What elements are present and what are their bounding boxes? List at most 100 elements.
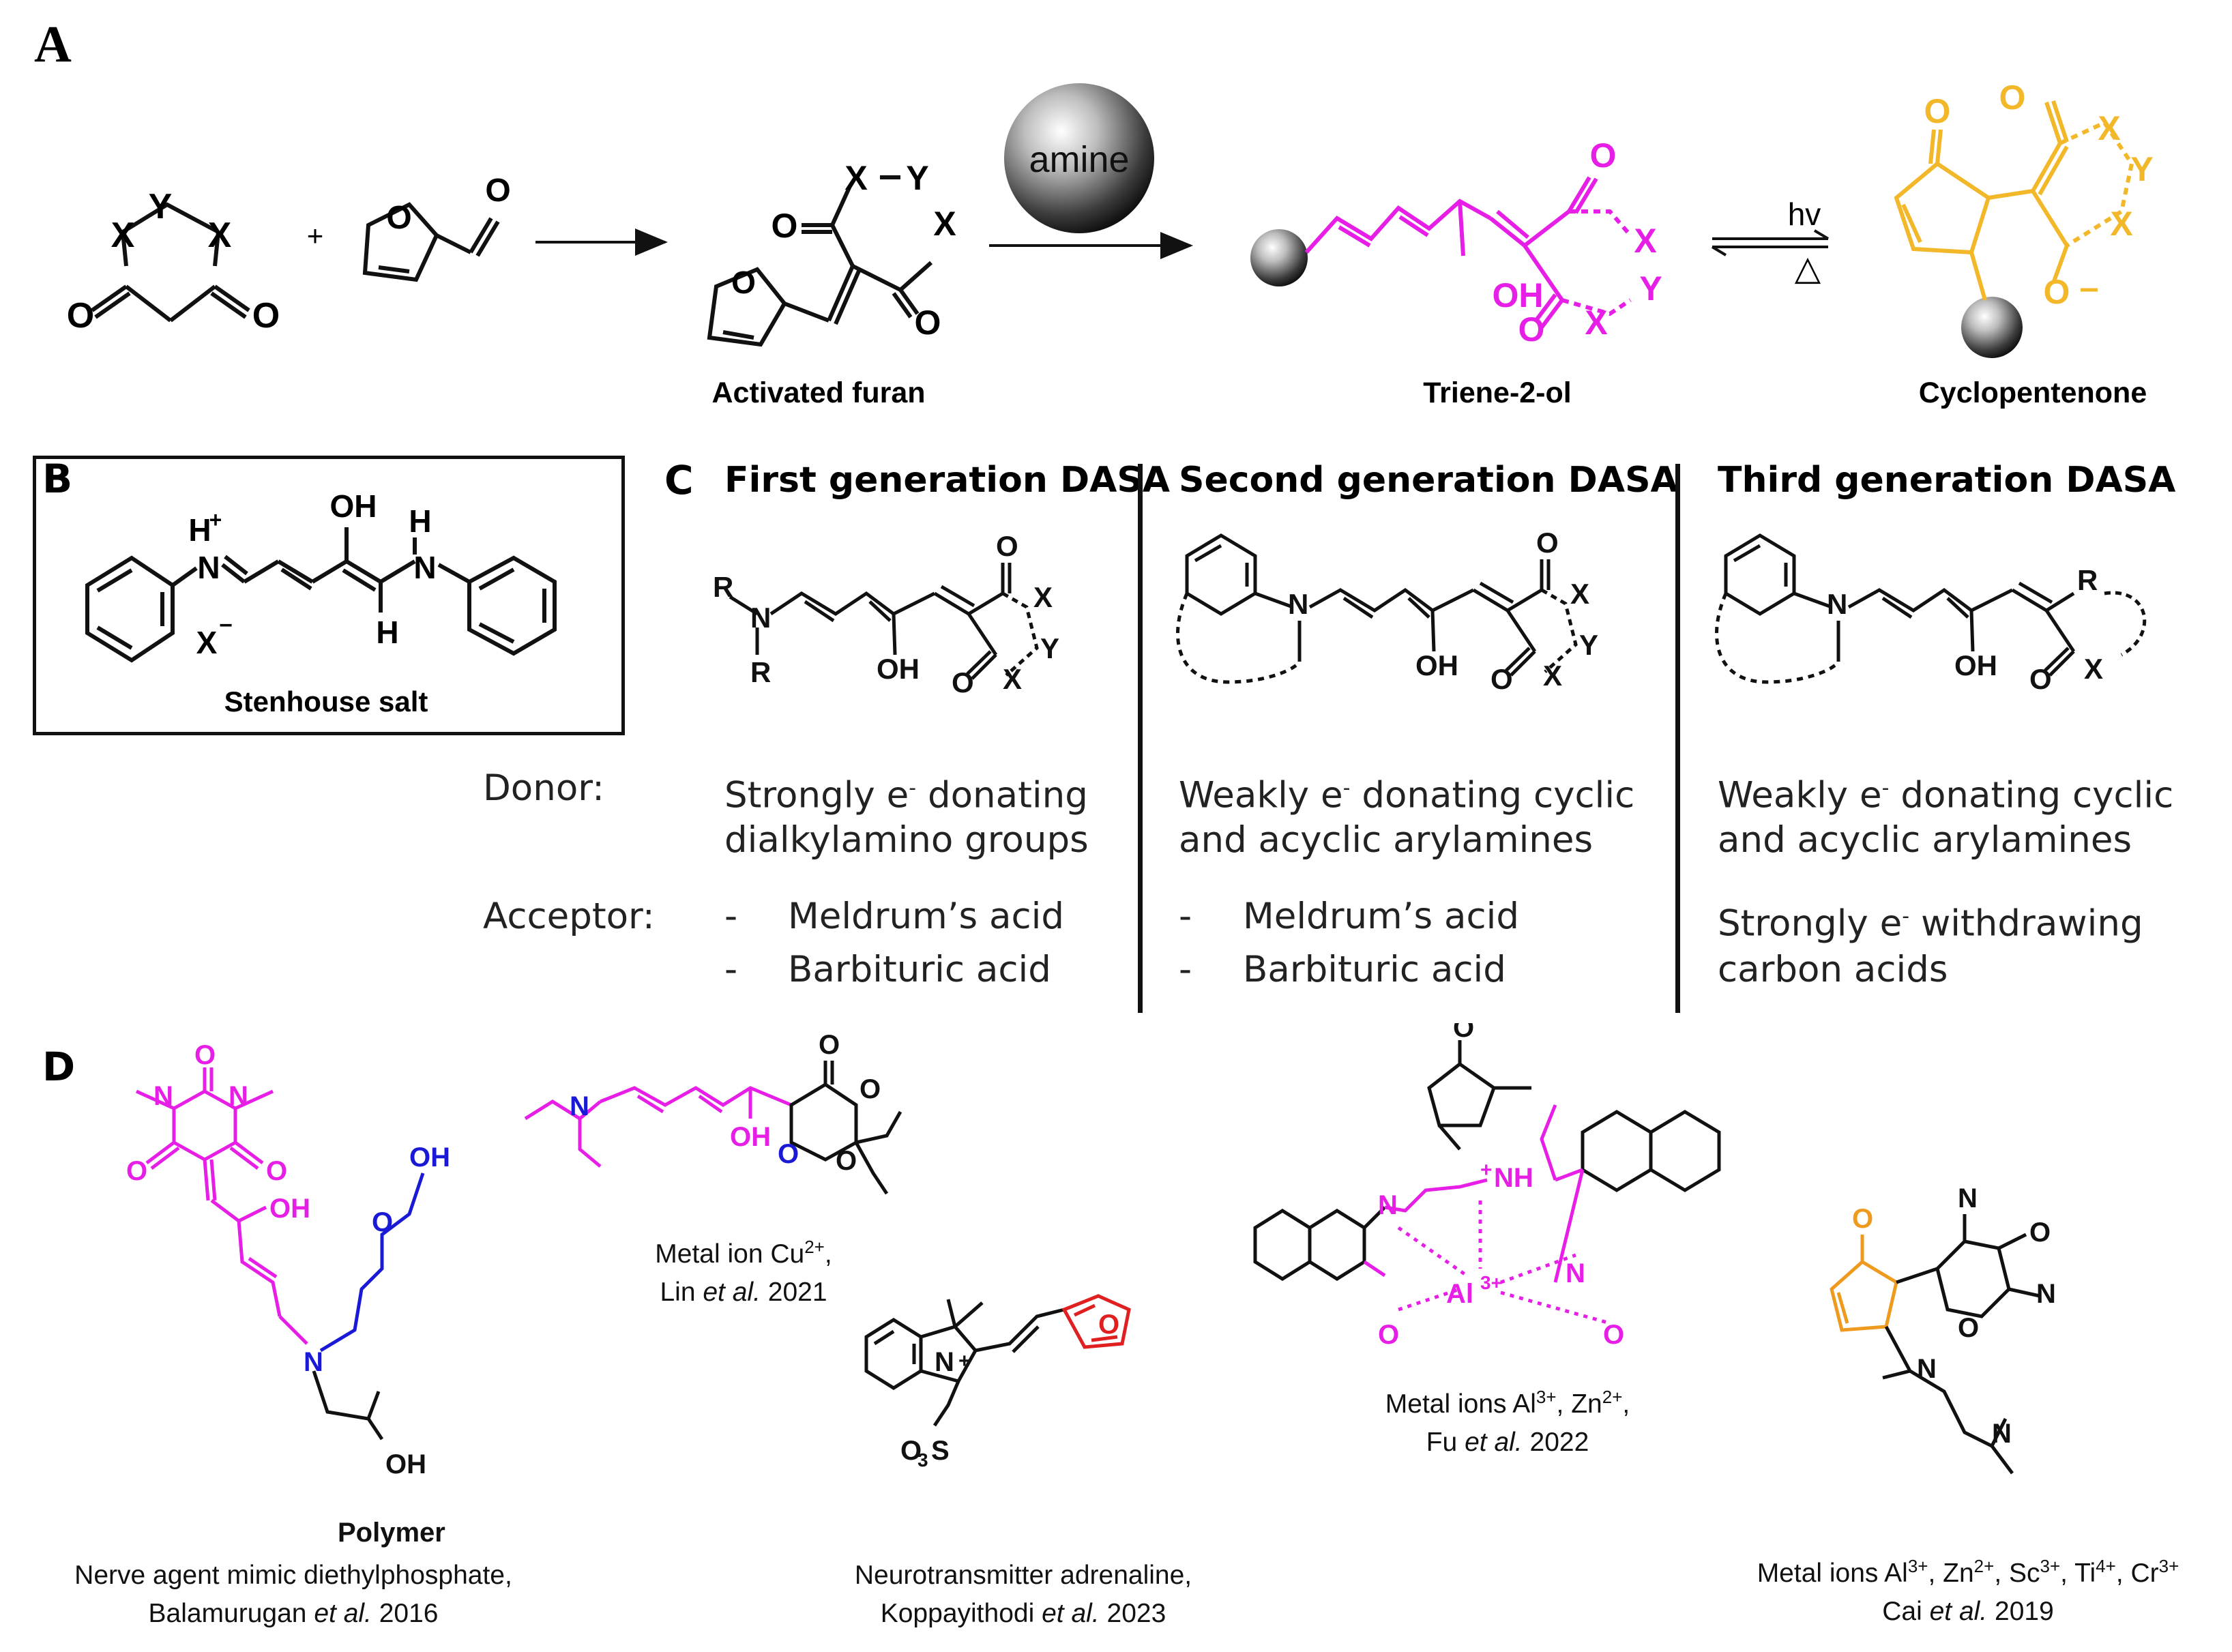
- svg-text:OH: OH: [330, 488, 377, 524]
- svg-text:N: N: [1378, 1190, 1398, 1220]
- svg-text:O: O: [2044, 273, 2070, 311]
- label-cyclopentenone: Cyclopentenone: [1919, 377, 2147, 409]
- svg-text:+: +: [1480, 1159, 1493, 1181]
- heat-label: △: [1795, 249, 1821, 287]
- label-donor: Donor:: [483, 767, 604, 809]
- gen1-dash-2: -: [724, 949, 738, 990]
- svg-text:N: N: [750, 602, 771, 634]
- svg-text:O: O: [819, 1030, 840, 1060]
- stenhouse-label: Stenhouse salt: [224, 685, 428, 718]
- svg-text:O: O: [1958, 1313, 1979, 1343]
- label-activated-furan: Activated furan: [711, 377, 925, 409]
- gen2-donor-line1: Weakly e- donating cyclic: [1179, 774, 1635, 816]
- svg-text:O: O: [1378, 1320, 1399, 1350]
- svg-text:N: N: [1992, 1419, 2012, 1449]
- substituent-sphere: [1250, 229, 1308, 286]
- svg-text:X: X: [111, 216, 135, 255]
- substituent-sphere-2: [1961, 297, 2023, 358]
- caption-copper: Metal ion Cu2+, Lin et al. 2021: [655, 1237, 832, 1307]
- svg-text:OH: OH: [730, 1122, 771, 1152]
- svg-text:−: −: [219, 613, 233, 638]
- svg-text:O: O: [1491, 663, 1513, 695]
- svg-text:X: X: [1003, 663, 1022, 695]
- svg-text:O: O: [2029, 663, 2052, 695]
- svg-text:N: N: [153, 1081, 173, 1111]
- svg-text:X: X: [933, 205, 956, 243]
- label-triene: Triene-2-ol: [1423, 377, 1571, 409]
- hv-label: hv: [1788, 196, 1821, 232]
- svg-text:N: N: [229, 1081, 248, 1111]
- svg-text:O: O: [900, 1436, 922, 1466]
- gen3-acceptor-line1: Strongly e- withdrawing: [1718, 902, 2143, 945]
- svg-text:R: R: [713, 571, 733, 603]
- svg-text:O: O: [485, 173, 510, 209]
- svg-text:X: X: [2098, 109, 2120, 147]
- gen2-acceptor-1: Meldrum’s acid: [1243, 896, 1520, 937]
- svg-text:N: N: [1566, 1258, 1585, 1288]
- caption-adrenaline: Neurotransmitter adrenaline, Koppayithod…: [854, 1561, 1192, 1628]
- svg-text:O: O: [1098, 1310, 1119, 1340]
- gen2-dash-2: -: [1179, 949, 1192, 990]
- svg-text:OH: OH: [1954, 649, 1997, 681]
- dicarbonyl-structure: [91, 202, 250, 323]
- svg-text:N: N: [1917, 1354, 1937, 1384]
- svg-text:H: H: [376, 615, 398, 650]
- svg-text:NH: NH: [1494, 1163, 1533, 1193]
- svg-text:O: O: [996, 530, 1018, 562]
- svg-text:Y: Y: [1579, 629, 1598, 661]
- activated-furan-structure: [707, 175, 933, 347]
- svg-text:N: N: [1958, 1183, 1978, 1213]
- svg-text:+: +: [958, 1350, 971, 1372]
- gen2-donor-line2: and acyclic arylamines: [1179, 819, 1594, 861]
- furfural-structure: [362, 202, 500, 282]
- svg-text:O: O: [126, 1156, 147, 1186]
- svg-text:3: 3: [917, 1449, 928, 1471]
- svg-text:O: O: [1999, 78, 2026, 117]
- svg-text:N: N: [1827, 588, 1847, 620]
- amine-sphere: [1004, 83, 1154, 233]
- amine-label: amine: [1029, 139, 1129, 180]
- svg-text:N: N: [304, 1347, 323, 1377]
- svg-text:Al: Al: [1446, 1279, 1473, 1309]
- svg-text:O: O: [266, 1156, 287, 1186]
- svg-text:OH: OH: [1493, 276, 1544, 314]
- svg-text:H: H: [409, 503, 431, 539]
- gen2-dash-1: -: [1179, 896, 1192, 937]
- gen1-acceptor-1: Meldrum’s acid: [788, 896, 1065, 937]
- svg-text:OH: OH: [877, 653, 920, 685]
- equilibrium-arrows: [1711, 229, 1830, 256]
- caption-al-zn: Metal ions Al3+, Zn2+, Fu et al. 2022: [1385, 1387, 1630, 1457]
- stenhouse-box: [33, 456, 625, 735]
- svg-text:O: O: [952, 666, 974, 698]
- svg-text:OH: OH: [269, 1194, 310, 1224]
- svg-text:O: O: [194, 1040, 216, 1070]
- svg-text:O: O: [1852, 1204, 1873, 1234]
- svg-text:Y: Y: [2130, 150, 2153, 188]
- svg-text:O: O: [2029, 1218, 2051, 1248]
- svg-text:X: X: [208, 216, 232, 255]
- column-divider-1: [1138, 464, 1143, 1013]
- svg-text:O: O: [252, 296, 280, 336]
- svg-text:X: X: [2084, 653, 2103, 685]
- svg-text:N: N: [570, 1091, 589, 1121]
- header-third-gen: Third generation DASA: [1718, 460, 2176, 501]
- svg-text:N: N: [1288, 588, 1308, 620]
- svg-text:N: N: [197, 550, 220, 585]
- svg-text:R: R: [2077, 564, 2098, 596]
- svg-text:Y: Y: [149, 187, 173, 226]
- svg-text:N: N: [2036, 1279, 2056, 1309]
- svg-text:R: R: [750, 656, 771, 688]
- scheme-a: Y X X O O + O O: [67, 78, 2154, 409]
- svg-text:OH: OH: [1415, 649, 1458, 681]
- panel-letter-a: A: [34, 16, 72, 73]
- panel-letter-d: D: [42, 1044, 76, 1090]
- example-structures: O NN OO OH NO OH OH Polymer N OHO OOO N+…: [126, 1023, 2056, 1548]
- svg-text:Y: Y: [906, 159, 928, 197]
- svg-text:O: O: [731, 265, 756, 300]
- svg-text:X: X: [1570, 578, 1589, 610]
- polymer-tag: Polymer: [338, 1518, 445, 1548]
- svg-text:+: +: [209, 507, 222, 532]
- header-second-gen: Second generation DASA: [1179, 460, 1678, 501]
- gen1-donor-line2: dialkylamino groups: [724, 819, 1089, 861]
